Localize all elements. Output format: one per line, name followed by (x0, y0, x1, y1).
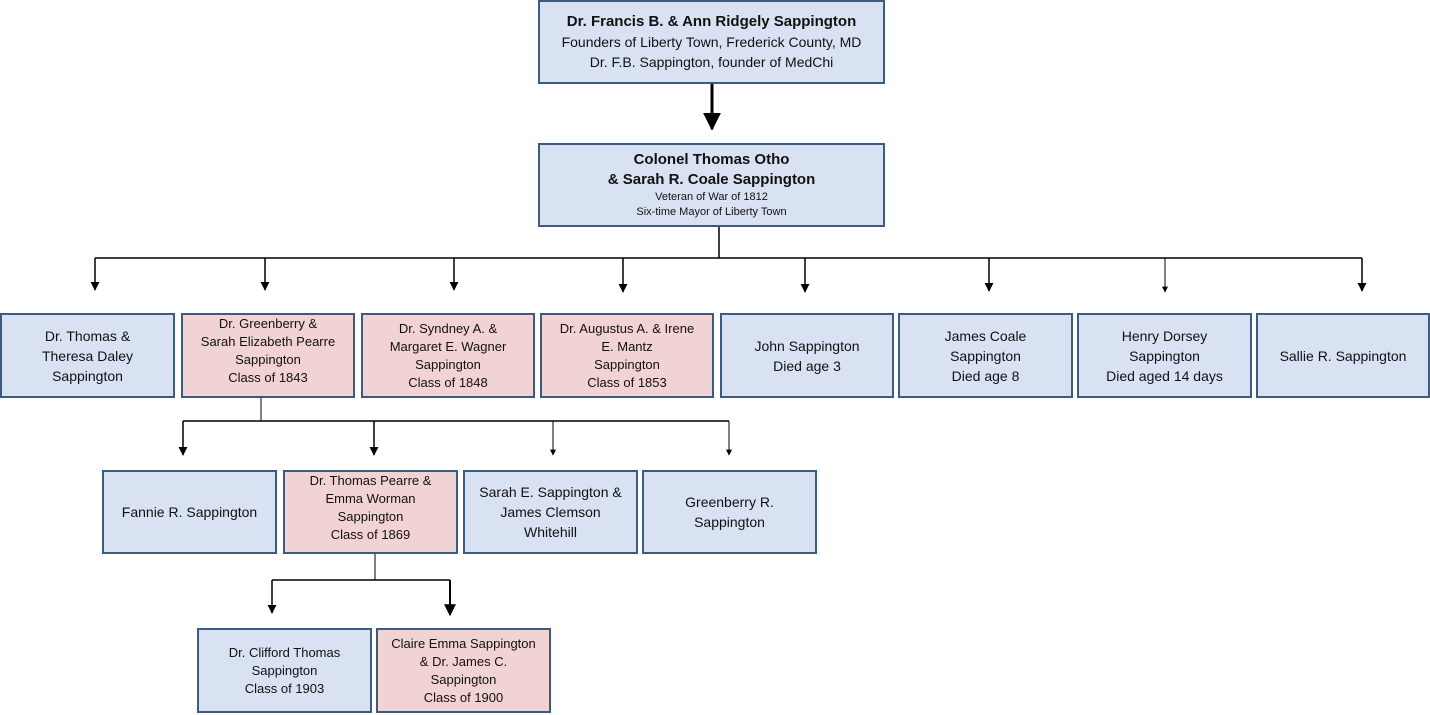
child-line: James Coale (944, 327, 1027, 344)
great-grandchild-line: & Dr. James C. (419, 653, 508, 669)
child-line: Dr. Syndney A. & (398, 320, 498, 336)
great-grandchild-line: Class of 1903 (244, 680, 325, 696)
grandchild-line: Emma Worman (325, 491, 416, 506)
child-line: Dr. Greenberry & (218, 316, 318, 331)
child-line: Class of 1848 (408, 374, 488, 390)
grandchild-box-greenberry-r: Greenberry R. Sappington (642, 470, 817, 554)
child-box-james-coale: James Coale Sappington Died age 8 (898, 313, 1073, 398)
great-grandchild-box-clifford: Dr. Clifford Thomas Sappington Class of … (197, 628, 372, 713)
founders-line2: Dr. F.B. Sappington, founder of MedChi (589, 54, 834, 70)
colonel-name-1: Colonel Thomas Otho (633, 151, 790, 168)
child-line: Margaret E. Wagner (389, 338, 507, 354)
child-line: Died age 8 (951, 367, 1020, 384)
child-box-syndney: Dr. Syndney A. & Margaret E. Wagner Sapp… (361, 313, 535, 398)
child-line: Dr. Augustus A. & Irene (559, 320, 695, 336)
child-line: Sappington (950, 347, 1021, 364)
child-box-sallie: Sallie R. Sappington (1256, 313, 1430, 398)
grandchild-box-sarah-e: Sarah E. Sappington & James Clemson Whit… (463, 470, 638, 554)
child-line: Sarah Elizabeth Pearre (200, 334, 336, 349)
great-grandchild-line: Class of 1900 (423, 689, 504, 705)
child-line: Class of 1853 (587, 374, 667, 390)
great-grandchild-line: Dr. Clifford Thomas (228, 644, 341, 660)
child-box-thomas: Dr. Thomas & Theresa Daley Sappington (0, 313, 175, 398)
colonel-line1: Veteran of War of 1812 (655, 191, 768, 203)
grandchild-line: Sarah E. Sappington & (479, 484, 622, 500)
great-grandchild-line: Sappington (430, 671, 497, 687)
child-line: Sappington (415, 356, 481, 372)
grandchild-line: Sappington (337, 509, 404, 524)
great-grandchild-line: Sappington (251, 662, 318, 678)
child-box-greenberry: Dr. Greenberry & Sarah Elizabeth Pearre … (181, 313, 355, 398)
colonel-name-2: & Sarah R. Coale Sappington (607, 171, 816, 188)
colonel-line2: Six-time Mayor of Liberty Town (636, 206, 787, 218)
grandchild-line: Sappington (694, 514, 765, 530)
child-line: Class of 1843 (228, 370, 308, 385)
child-line: Sallie R. Sappington (1279, 347, 1407, 364)
grandchild-line: James Clemson (500, 504, 601, 520)
founders-line1: Founders of Liberty Town, Frederick Coun… (561, 34, 862, 50)
child-box-henry-dorsey: Henry Dorsey Sappington Died aged 14 day… (1077, 313, 1252, 398)
great-grandchild-line: Claire Emma Sappington (391, 635, 536, 651)
child-line: E. Mantz (601, 338, 653, 354)
grandchild-line: Class of 1869 (330, 527, 411, 542)
child-line: Died aged 14 days (1106, 367, 1223, 384)
grandchild-line: Greenberry R. (685, 494, 774, 510)
grandchild-line: Whitehill (524, 524, 577, 540)
grandchild-box-fannie: Fannie R. Sappington (102, 470, 277, 554)
grandchild-line: Dr. Thomas Pearre & (309, 473, 432, 488)
founders-name: Dr. Francis B. & Ann Ridgely Sappington (566, 13, 857, 30)
colonel-box: Colonel Thomas Otho & Sarah R. Coale Sap… (538, 143, 885, 227)
child-line: Sappington (235, 352, 301, 367)
child-line: Sappington (52, 367, 123, 384)
child-line: Henry Dorsey (1121, 327, 1208, 344)
child-line: Dr. Thomas & (44, 327, 131, 344)
child-box-john: John Sappington Died age 3 (720, 313, 894, 398)
child-line: John Sappington (754, 337, 860, 354)
child-line: Theresa Daley (41, 347, 134, 364)
grandchild-line: Fannie R. Sappington (121, 504, 258, 520)
child-line: Died age 3 (773, 357, 841, 374)
child-line: Sappington (1129, 347, 1200, 364)
child-line: Sappington (594, 356, 660, 372)
founders-box: Dr. Francis B. & Ann Ridgely Sappington … (538, 0, 885, 84)
grandchild-box-thomas-pearre: Dr. Thomas Pearre & Emma Worman Sappingt… (283, 470, 458, 554)
child-box-augustus: Dr. Augustus A. & Irene E. Mantz Sapping… (540, 313, 714, 398)
great-grandchild-box-claire: Claire Emma Sappington & Dr. James C. Sa… (376, 628, 551, 713)
